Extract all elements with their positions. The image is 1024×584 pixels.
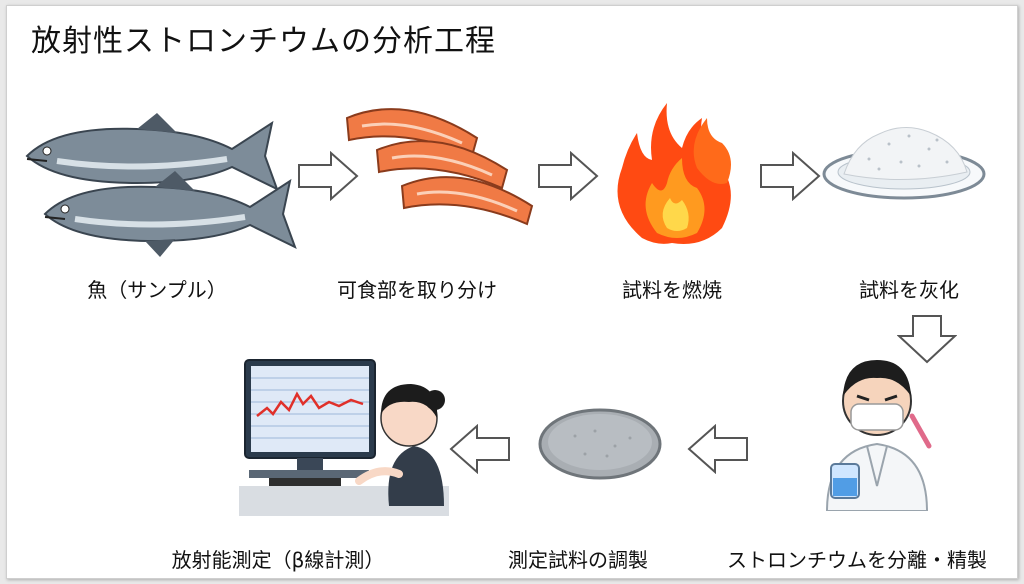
step-label-combustion: 試料を燃焼 [622,278,722,302]
step-label-edible-part: 可食部を取り分け [337,278,497,302]
arrow-right-icon [537,151,599,201]
ash-plate-icon [819,114,989,204]
slide: 放射性ストロンチウムの分析工程 [6,5,1018,579]
fish-icon [17,101,297,261]
fire-icon [602,88,752,248]
step-label-separation: ストロンチウムを分離・精製 [727,548,987,572]
salmon-fillet-icon [337,98,537,258]
sample-dish-icon [535,396,665,486]
arrow-right-icon [759,151,821,201]
arrow-left-icon [687,424,749,474]
step-label-ashing: 試料を灰化 [859,278,959,302]
scientist-icon [817,346,937,511]
step-label-fish: 魚（サンプル） [87,278,227,302]
step-label-sample-prep: 測定試料の調製 [508,548,648,572]
arrow-down-icon [897,314,957,364]
computer-measurement-icon [239,356,449,516]
arrow-left-icon [449,424,511,474]
step-label-measurement: 放射能測定（β線計測） [171,548,385,572]
page-title: 放射性ストロンチウムの分析工程 [31,24,496,59]
arrow-right-icon [297,151,359,201]
